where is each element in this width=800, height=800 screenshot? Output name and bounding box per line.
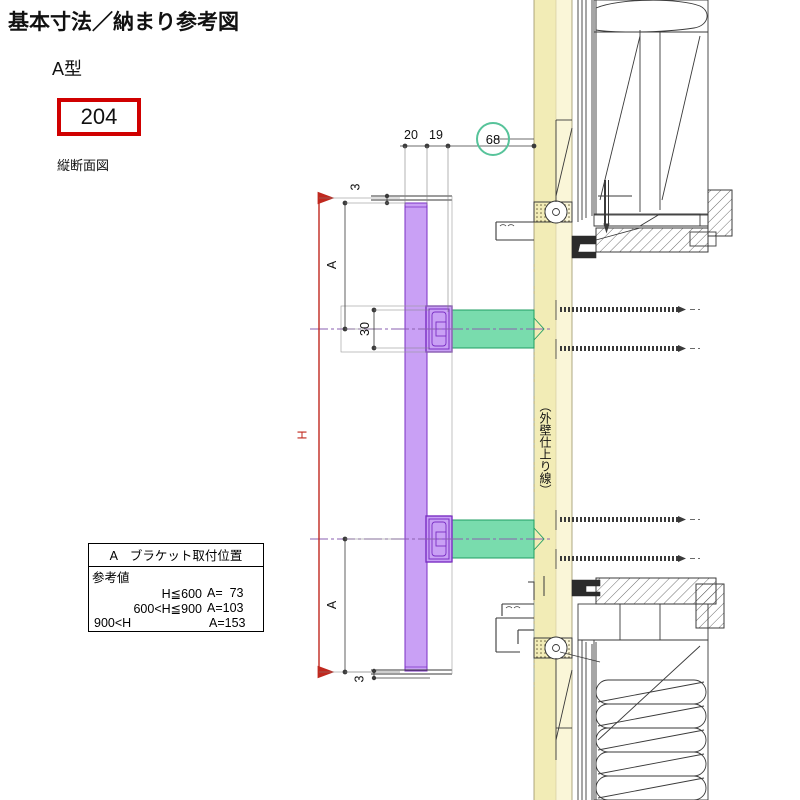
table-row: 900<H A=153 xyxy=(89,616,263,630)
page-title: 基本寸法／納まり参考図 xyxy=(8,11,239,34)
code-badge: 204 xyxy=(57,98,141,136)
dim-label-30: 30 xyxy=(357,322,372,336)
reference-table-note: 参考値 xyxy=(92,571,130,585)
table-row: H≦600 A= 73 xyxy=(89,586,263,601)
upper-fixing-screw xyxy=(598,180,632,234)
bracket-lower xyxy=(310,510,700,569)
type-label: A型 xyxy=(52,59,83,79)
table-row: 参考値 xyxy=(89,567,263,586)
table-cell-value: A= 73 xyxy=(207,586,244,600)
upper-wall-screws xyxy=(555,300,700,359)
table-cell-value: A=153 xyxy=(209,616,246,630)
shutter-slats xyxy=(595,679,707,800)
dim-label-a-upper: A xyxy=(325,260,340,270)
lower-window-detail xyxy=(495,576,725,800)
exterior-wall-band xyxy=(533,0,573,800)
upper-window-detail xyxy=(495,0,733,259)
dim-label-20: 20 xyxy=(404,128,418,142)
table-cell-condition: 600<H≦900 xyxy=(133,602,202,616)
dim-label-a-lower: A xyxy=(325,600,340,610)
table-cell-condition: H≦600 xyxy=(161,587,202,601)
dimension-lines xyxy=(317,138,537,681)
table-row: 600<H≦900 A=103 xyxy=(89,601,263,616)
dim-label-bottom-gap: 3 xyxy=(352,675,367,683)
lower-wall-screws xyxy=(555,510,700,569)
wall-finish-line-label: （外壁仕上り線） xyxy=(538,400,552,496)
reference-table-body: 参考値 H≦600 A= 73 600<H≦900 A=103 900<H A=… xyxy=(89,567,263,631)
post-end-details xyxy=(371,195,453,675)
bracket-upper xyxy=(310,300,700,359)
code-badge-value: 204 xyxy=(80,104,118,129)
view-label: 縦断面図 xyxy=(57,158,110,173)
dim-label-19: 19 xyxy=(429,128,443,142)
dim-label-h: H xyxy=(295,430,310,440)
reference-table-header: A ブラケット取付位置 xyxy=(89,544,263,567)
vertical-post xyxy=(404,202,428,672)
table-cell-condition: 900<H xyxy=(94,616,132,630)
table-cell-value: A=103 xyxy=(207,601,244,615)
dim-badge-68: 68 xyxy=(476,122,510,156)
dim-label-top-gap: 3 xyxy=(348,183,363,191)
reference-table: A ブラケット取付位置 参考値 H≦600 A= 73 600<H≦900 A=… xyxy=(88,543,264,632)
